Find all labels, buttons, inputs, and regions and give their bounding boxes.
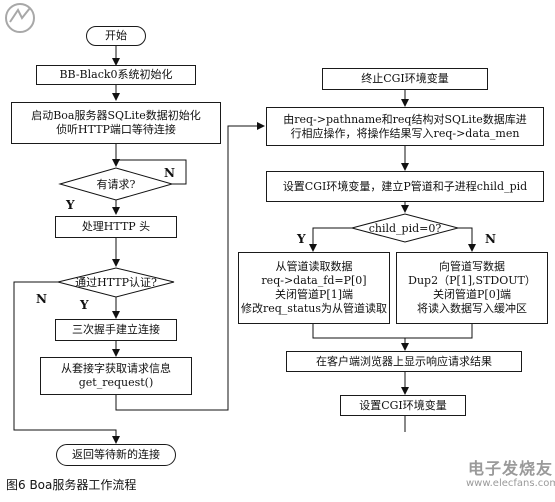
terminate-cgi-box: 终止CGI环境变量	[322, 68, 488, 90]
handshake-box: 三次握手建立连接	[55, 319, 177, 341]
set-cgi-box: 设置CGI环境变量	[340, 395, 466, 416]
write-pipe-line2: Dup2（P[1],STDOUT）	[408, 274, 536, 287]
arrow-request-no-loop	[116, 159, 187, 185]
decision-auth-diamond	[57, 267, 175, 298]
handshake-label: 三次握手建立连接	[72, 323, 160, 336]
boa-init-box: 启动Boa服务器SQLite数据初始化 侦听HTTP端口等待连接	[11, 102, 221, 144]
read-pipe-line3: 关闭管道P[1]端	[275, 288, 353, 301]
boa-init-line2: 侦听HTTP端口等待连接	[56, 123, 176, 136]
auth-no-label: N	[36, 292, 47, 306]
decision-request-diamond	[58, 167, 174, 201]
figure-caption: 图6 Boa服务器工作流程	[6, 478, 137, 492]
auth-question: 通过HTTP认证?	[64, 274, 168, 290]
setup-pipe-box: 设置CGI环境变量，建立P管道和子进程child_pid	[266, 171, 544, 202]
child-pid-question: child_pid=0?	[360, 220, 450, 236]
arrow-write-merge	[405, 324, 473, 339]
watermark-url: www.elecfans.com	[466, 478, 555, 489]
arrow-auth-no-end	[13, 281, 120, 444]
auth-yes-label: Y	[80, 298, 89, 312]
read-pipe-line2: req->data_fd=P[0]	[261, 274, 367, 287]
request-question: 有请求?	[72, 176, 160, 192]
terminate-cgi-label: 终止CGI环境变量	[361, 72, 449, 85]
auth-question-label: 通过HTTP认证?	[75, 276, 157, 289]
watermark-name: 电子发烧友	[468, 459, 554, 478]
request-no-label: N	[164, 166, 175, 180]
write-pipe-line3: 关闭管道P[0]端	[433, 288, 511, 301]
init-box: BB-Black0系统初始化	[36, 65, 196, 85]
display-result-box: 在客户端浏览器上显示响应请求结果	[286, 351, 522, 372]
setup-pipe-label: 设置CGI环境变量，建立P管道和子进程child_pid	[282, 179, 528, 193]
read-pipe-line4: 修改req_status为从管道读取	[240, 302, 388, 315]
start-terminal: 开始	[86, 26, 146, 46]
write-pipe-line4: 将读入数据写入缓冲区	[417, 302, 527, 315]
get-request-box: 从套接字获取请求信息 get_request()	[40, 357, 192, 395]
child-no-label: N	[485, 232, 496, 246]
sqlite-op-box: 由req->pathname和req结构对SQLite数据库进 行相应操作，将操…	[266, 107, 544, 146]
display-result-label: 在客户端浏览器上显示响应请求结果	[316, 354, 492, 368]
elecfans-logo-icon	[5, 3, 35, 33]
decision-child-diamond	[350, 213, 460, 243]
init-label: BB-Black0系统初始化	[59, 68, 173, 81]
write-pipe-line1: 向管道写数据	[439, 260, 505, 273]
sqlite-op-line2: 行相应操作，将操作结果写入req->data_men	[290, 126, 520, 140]
end-label: 返回等待新的连接	[72, 448, 160, 461]
boa-init-line1: 启动Boa服务器SQLite数据初始化	[31, 109, 201, 122]
read-pipe-box: 从管道读取数据 req->data_fd=P[0] 关闭管道P[1]端 修改re…	[238, 252, 390, 324]
sqlite-op-line1: 由req->pathname和req结构对SQLite数据库进	[283, 112, 527, 126]
set-cgi-label: 设置CGI环境变量	[359, 398, 447, 412]
child-yes-label: Y	[297, 232, 306, 246]
arrow-child-yes	[309, 227, 352, 252]
start-label: 开始	[105, 29, 127, 42]
end-terminal: 返回等待新的连接	[56, 444, 176, 466]
process-http-label: 处理HTTP 头	[81, 220, 151, 233]
arrow-get-right-column	[115, 122, 265, 411]
request-yes-label: Y	[66, 198, 75, 212]
arrow-child-no	[458, 227, 476, 252]
arrow-read-display	[312, 324, 409, 351]
get-request-line1: 从套接字获取请求信息	[61, 362, 171, 375]
request-question-label: 有请求?	[96, 178, 136, 191]
get-request-line2: get_request()	[78, 376, 154, 389]
read-pipe-line1: 从管道读取数据	[275, 260, 353, 273]
write-pipe-box: 向管道写数据 Dup2（P[1],STDOUT） 关闭管道P[0]端 将读入数据…	[396, 252, 548, 324]
process-http-box: 处理HTTP 头	[55, 216, 177, 238]
child-pid-question-label: child_pid=0?	[368, 221, 442, 235]
